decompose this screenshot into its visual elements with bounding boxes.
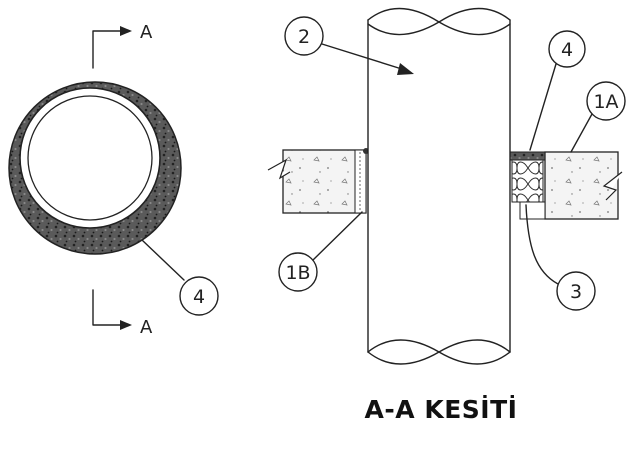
- callout-insulation: 3: [525, 204, 596, 311]
- pipe-top-break: [367, 7, 511, 23]
- section-arrow-top: A: [92, 22, 153, 69]
- callout-insulation-label: 3: [570, 281, 582, 303]
- section-arrow-bottom-head: [120, 320, 132, 330]
- callout-wall-left: 1B: [278, 211, 363, 292]
- callout-insulation-leader: [525, 204, 559, 285]
- plan-view: [8, 81, 182, 255]
- callout-wall-right-label: 1A: [593, 91, 618, 113]
- section-arrow-top-line: [92, 30, 121, 69]
- wall-left-break-mark: [267, 158, 291, 180]
- wall-left-slab: [282, 149, 367, 214]
- wall-right-insulation: [511, 159, 544, 203]
- wall-right-gap: [519, 201, 546, 220]
- callout-wall-right-leader: [570, 113, 593, 153]
- section-arrow-top-label: A: [140, 22, 153, 43]
- section-arrow-bottom: A: [92, 289, 153, 338]
- pipe-inner-circle: [27, 95, 153, 221]
- callout-seal-top-label: 4: [561, 39, 573, 61]
- callout-seal-left-bubble: [179, 276, 219, 316]
- wall-left: [267, 148, 369, 214]
- callout-pipe: 2: [284, 16, 414, 75]
- callout-pipe-label: 2: [298, 26, 310, 48]
- callout-seal-top-leader: [529, 63, 557, 151]
- callout-seal-top-bubble: [548, 30, 586, 68]
- section-arrow-bottom-label: A: [140, 317, 153, 338]
- callout-wall-left-bubble: [278, 252, 318, 292]
- callout-pipe-leader: [321, 43, 406, 71]
- section-arrow-top-head: [120, 26, 132, 36]
- callout-pipe-bubble: [284, 16, 324, 56]
- section-caption: A-A KESİTİ: [365, 394, 518, 424]
- pipe-bottom-break-lower: [367, 351, 511, 365]
- callout-wall-right: 1A: [570, 81, 626, 153]
- callout-wall-left-label: 1B: [285, 262, 310, 284]
- section-arrow-bottom-line: [92, 289, 121, 326]
- wall-right-sealant: [509, 151, 546, 161]
- callout-wall-left-leader: [312, 211, 363, 261]
- callout-insulation-bubble: [556, 271, 596, 311]
- callout-pipe-arrowhead: [397, 63, 414, 75]
- wall-right-break-mark: [602, 171, 623, 201]
- callout-seal-left-leader: [141, 239, 185, 281]
- wall-left-gap: [354, 149, 367, 214]
- callout-seal-left: 4: [141, 239, 219, 316]
- callout-seal-left-label: 4: [193, 286, 205, 308]
- callout-seal-top: 4: [529, 30, 586, 151]
- pipe-section: [367, 7, 511, 365]
- callout-wall-right-bubble: [586, 81, 626, 121]
- pipe-top-break-lower: [367, 21, 511, 36]
